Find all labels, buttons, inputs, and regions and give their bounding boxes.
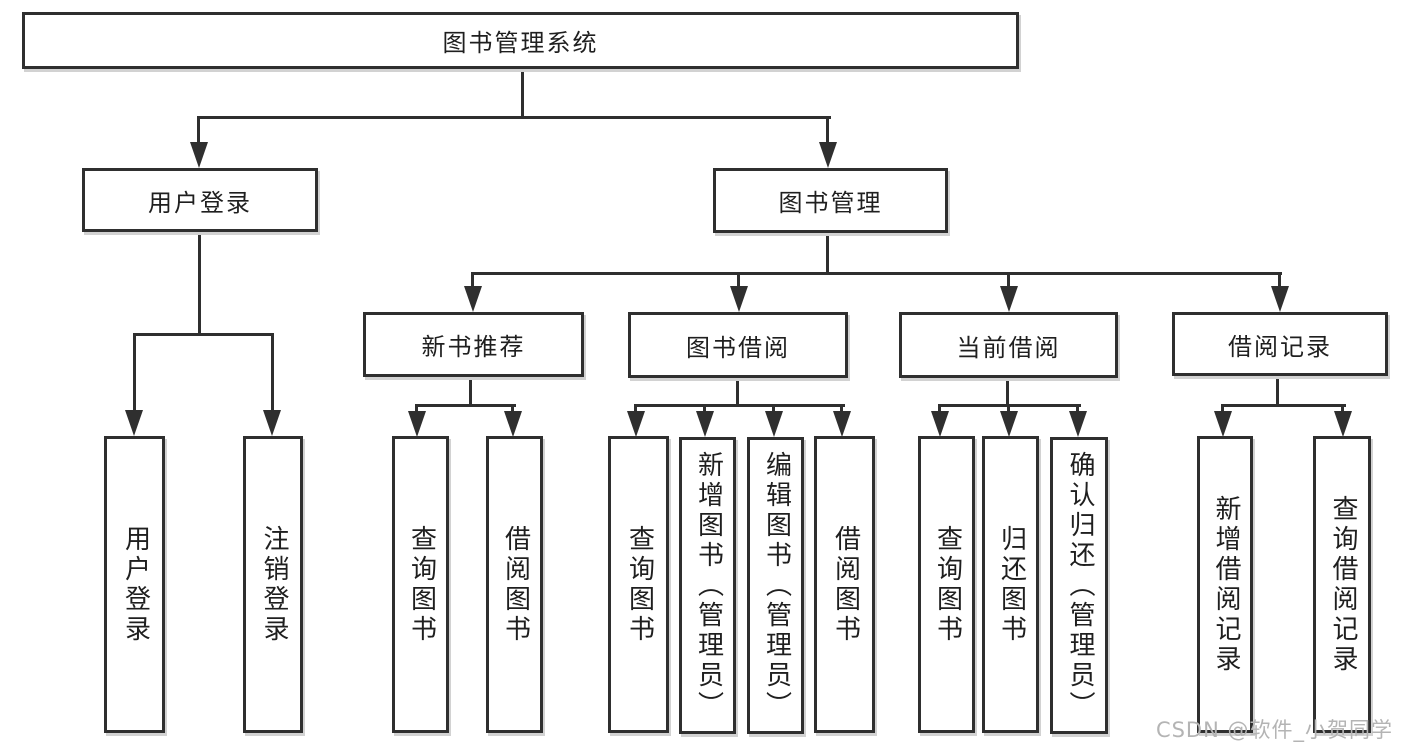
node-root: 图书管理系统 [22,12,1019,69]
edge-book-borrow-stem [736,378,739,406]
edge-new-book-stem [469,376,472,406]
leaf-query-books-1-label: 查询图书 [406,524,437,645]
arrow-down-icon [464,286,482,312]
leaf-confirm-return-admin-label: 确认归还（管理员） [1064,450,1095,721]
edge-leaf-stem [1007,404,1010,414]
leaf-return-books-label: 归还图书 [996,524,1027,645]
arrow-down-icon [819,142,837,168]
leaf-confirm-return-admin: 确认归还（管理员） [1050,437,1108,734]
arrow-down-icon [125,410,143,436]
node-user-login-label: 用户登录 [148,188,252,217]
arrow-down-icon [263,410,281,436]
edge-leaf-stem [1341,404,1344,414]
arrow-down-icon [1000,286,1018,312]
edge-borrow-record-horizontal [1221,404,1346,407]
leaf-logout: 注销登录 [243,436,303,733]
edge-book-mgmt-stem [826,233,829,275]
node-current-borrow: 当前借阅 [899,312,1118,378]
leaf-add-books-admin: 新增图书（管理员） [679,437,736,734]
edge-leaf-stem [737,272,740,288]
edge-user-login-horizontal [133,333,274,336]
arrow-down-icon [1271,286,1289,312]
node-new-book-recommend-label: 新书推荐 [421,333,526,361]
leaf-return-books: 归还图书 [982,436,1039,733]
edge-new-book-horizontal [415,404,516,407]
leaf-query-books-2-label: 查询图书 [624,524,655,645]
arrow-down-icon [504,411,522,437]
arrow-down-icon [730,286,748,312]
leaf-borrow-books-1: 借阅图书 [486,436,543,733]
node-user-login: 用户登录 [82,168,318,232]
leaf-edit-books-admin: 编辑图书（管理员） [747,437,804,734]
node-root-label: 图书管理系统 [442,29,599,57]
leaf-add-borrow-record: 新增借阅记录 [1197,436,1253,733]
arrow-down-icon [1069,411,1087,437]
edge-leaf-stem [1076,404,1079,414]
leaf-user-login-label: 用户登录 [120,524,151,645]
leaf-user-login: 用户登录 [104,436,165,733]
edge-borrow-record-stem [1276,376,1279,406]
edge-leaf-stem [1221,404,1224,414]
leaf-borrow-books-1-label: 借阅图书 [500,524,531,645]
node-book-management-label: 图书管理 [778,189,883,217]
leaf-query-books-3: 查询图书 [918,436,975,733]
arrow-down-icon [190,142,208,168]
node-current-borrow-label: 当前借阅 [956,333,1061,362]
node-borrow-record-label: 借阅记录 [1228,332,1332,361]
edge-book-borrow-horizontal [634,404,845,407]
edge-to-user-login-stem [197,116,200,146]
arrow-down-icon [765,411,783,437]
leaf-borrow-books-2-label: 借阅图书 [830,524,861,645]
leaf-borrow-books-2: 借阅图书 [814,436,875,733]
edge-leaf-stem [840,404,843,414]
edge-to-book-mgmt-stem [826,116,829,146]
leaf-query-borrow-record: 查询借阅记录 [1313,436,1371,733]
leaf-logout-label: 注销登录 [258,524,289,645]
arrow-down-icon [931,411,949,437]
leaf-add-books-admin-label: 新增图书（管理员） [693,450,724,721]
edge-leaf-stem [634,404,637,414]
edge-leaf-stem [415,404,418,414]
arrow-down-icon [1334,411,1352,437]
arrow-down-icon [1214,411,1232,437]
leaf-edit-books-admin-label: 编辑图书（管理员） [761,450,792,721]
node-book-borrow-label: 图书借阅 [686,333,790,362]
leaf-query-books-3-label: 查询图书 [932,524,963,645]
edge-book-mgmt-horizontal [471,272,1282,275]
arrow-down-icon [1000,411,1018,437]
leaf-add-borrow-record-label: 新增借阅记录 [1210,494,1241,675]
edge-user-login-stem [198,232,201,336]
edge-leaf-stem [511,404,514,414]
edge-root-horizontal [197,116,831,119]
edge-leaf-stem [133,333,136,413]
leaf-query-books-2: 查询图书 [608,436,669,733]
edge-leaf-stem [703,404,706,414]
node-book-management: 图书管理 [713,168,948,233]
arrow-down-icon [833,411,851,437]
leaf-query-borrow-record-label: 查询借阅记录 [1327,494,1358,675]
arrow-down-icon [408,411,426,437]
edge-leaf-stem [1007,272,1010,288]
arrow-down-icon [627,411,645,437]
edge-current-borrow-stem [1006,378,1009,406]
node-book-borrow: 图书借阅 [628,312,848,378]
node-new-book-recommend: 新书推荐 [363,312,584,377]
node-borrow-record: 借阅记录 [1172,312,1388,376]
leaf-query-books-1: 查询图书 [392,436,449,733]
edge-root-stem [521,68,524,118]
edge-leaf-stem [772,404,775,414]
arrow-down-icon [696,411,714,437]
edge-leaf-stem [271,333,274,413]
edge-leaf-stem [938,404,941,414]
edge-leaf-stem [471,272,474,288]
edge-leaf-stem [1278,272,1281,288]
watermark-text: CSDN @软件_小贺同学 [1155,718,1393,742]
